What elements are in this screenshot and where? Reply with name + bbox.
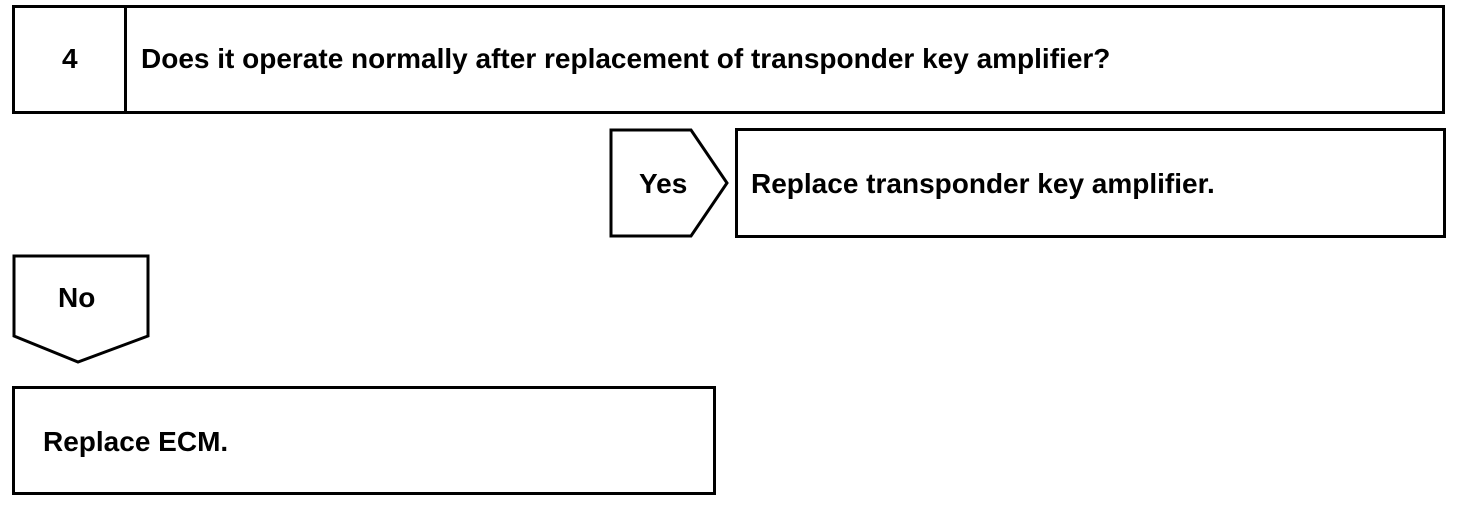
step-number-divider bbox=[124, 5, 127, 114]
no-arrow bbox=[12, 254, 150, 364]
step-question: Does it operate normally after replaceme… bbox=[141, 43, 1111, 74]
no-action-text: Replace ECM. bbox=[43, 426, 229, 457]
step-number: 4 bbox=[62, 43, 78, 74]
no-action-box bbox=[12, 386, 716, 495]
yes-action-text: Replace transponder key amplifier. bbox=[751, 168, 1215, 199]
yes-arrow bbox=[609, 128, 729, 238]
yes-action-box bbox=[735, 128, 1446, 238]
yes-label: Yes bbox=[639, 168, 688, 199]
no-label: No bbox=[58, 282, 96, 313]
step-header-box bbox=[12, 5, 1445, 114]
